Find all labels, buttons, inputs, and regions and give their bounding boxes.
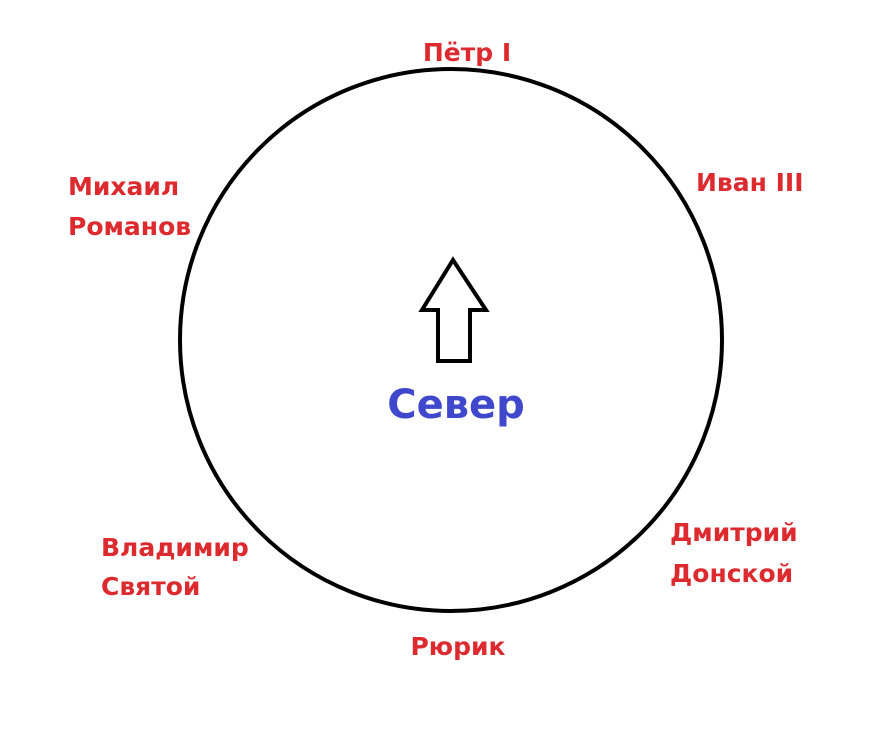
label-bottom-right-line2: Донской (670, 559, 793, 588)
label-bottom-left-line2: Святой (101, 572, 200, 601)
label-top-left-line1: Михаил (68, 172, 179, 201)
label-bottom-right-line1: Дмитрий (670, 518, 798, 547)
circle (178, 67, 724, 613)
label-top-right: Иван III (696, 168, 804, 197)
label-top: Пётр I (423, 38, 511, 67)
label-top-left-line2: Романов (68, 212, 191, 241)
center-label: Север (387, 382, 525, 428)
arrow-up-icon (418, 256, 490, 363)
label-bottom-left-line1: Владимир (101, 533, 249, 562)
label-bottom: Рюрик (410, 632, 505, 661)
